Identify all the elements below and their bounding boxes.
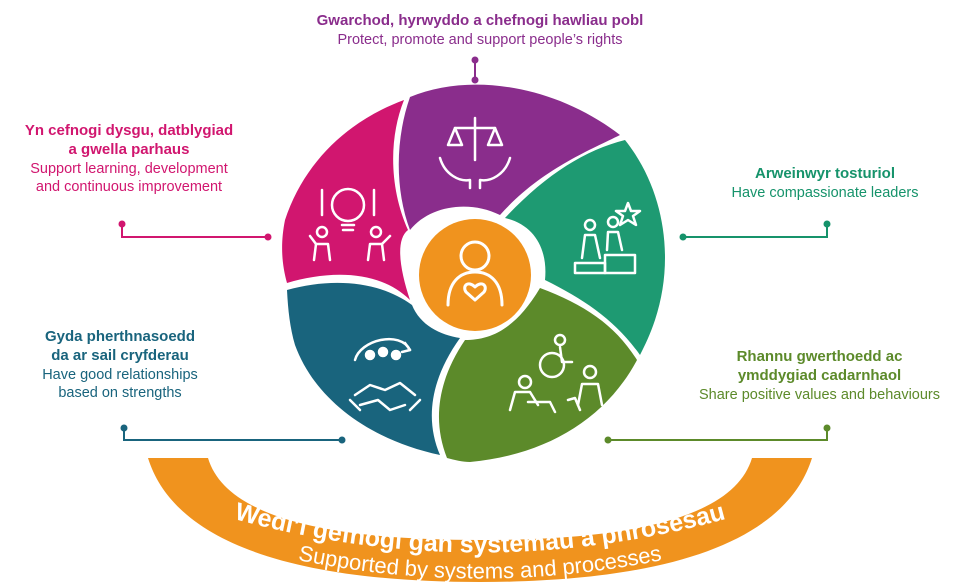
label-relationships-english-2: based on strengths <box>58 384 182 401</box>
connector-left-bottom <box>123 428 342 441</box>
label-leaders: Arweinwyr tosturiol Have compassionate l… <box>700 165 950 202</box>
lightbulb-people-icon <box>308 187 392 262</box>
banner-arc <box>148 458 812 582</box>
label-relationships-welsh-2: da ar sail cryfderau <box>51 346 189 364</box>
label-learning-welsh-1: Yn cefnogi dysgu, datblygiad <box>24 122 234 139</box>
label-leaders-english: Have compassionate leaders <box>731 184 919 201</box>
label-relationships-welsh-1: Gyda pherthnasoedd <box>44 328 196 345</box>
label-learning-english-2: and continuous improvement <box>35 178 223 195</box>
inclusive-people-icon <box>508 333 604 414</box>
label-values-welsh-2: ymddygiad cadarnhaol <box>737 366 902 384</box>
handshake-group-icon <box>348 337 422 412</box>
label-learning-english-1: Support learning, development <box>30 160 228 177</box>
podium-star-icon <box>573 201 642 275</box>
label-values: Rhannu gwerthoedd ac ymddygiad cadarnhao… <box>680 348 959 404</box>
label-relationships-english-1: Have good relationships <box>42 366 198 383</box>
person-heart-icon <box>446 240 504 307</box>
label-learning-welsh-2: a gwella parhaus <box>68 140 190 158</box>
label-learning: Yn cefnogi dysgu, datblygiad a gwella pa… <box>0 122 258 196</box>
connector-right-bottom <box>608 428 828 441</box>
segment-green <box>505 140 665 355</box>
connector-right-top <box>683 224 828 238</box>
segment-olive <box>438 288 637 462</box>
label-rights-english: Protect, promote and support people’s ri… <box>337 31 623 48</box>
segment-teal <box>287 282 460 455</box>
scales-hands-icon <box>438 116 512 190</box>
label-values-english-1: Share positive values and behaviours <box>698 386 940 403</box>
label-leaders-welsh: Arweinwyr tosturiol <box>754 165 896 182</box>
label-rights: Gwarchod, hyrwyddo a chefnogi hawliau po… <box>250 12 710 49</box>
connector-left-top <box>121 224 268 238</box>
label-relationships: Gyda pherthnasoedd da ar sail cryfderau … <box>10 328 230 402</box>
label-values-welsh-1: Rhannu gwerthoedd ac <box>736 348 903 365</box>
label-rights-welsh: Gwarchod, hyrwyddo a chefnogi hawliau po… <box>316 12 644 29</box>
